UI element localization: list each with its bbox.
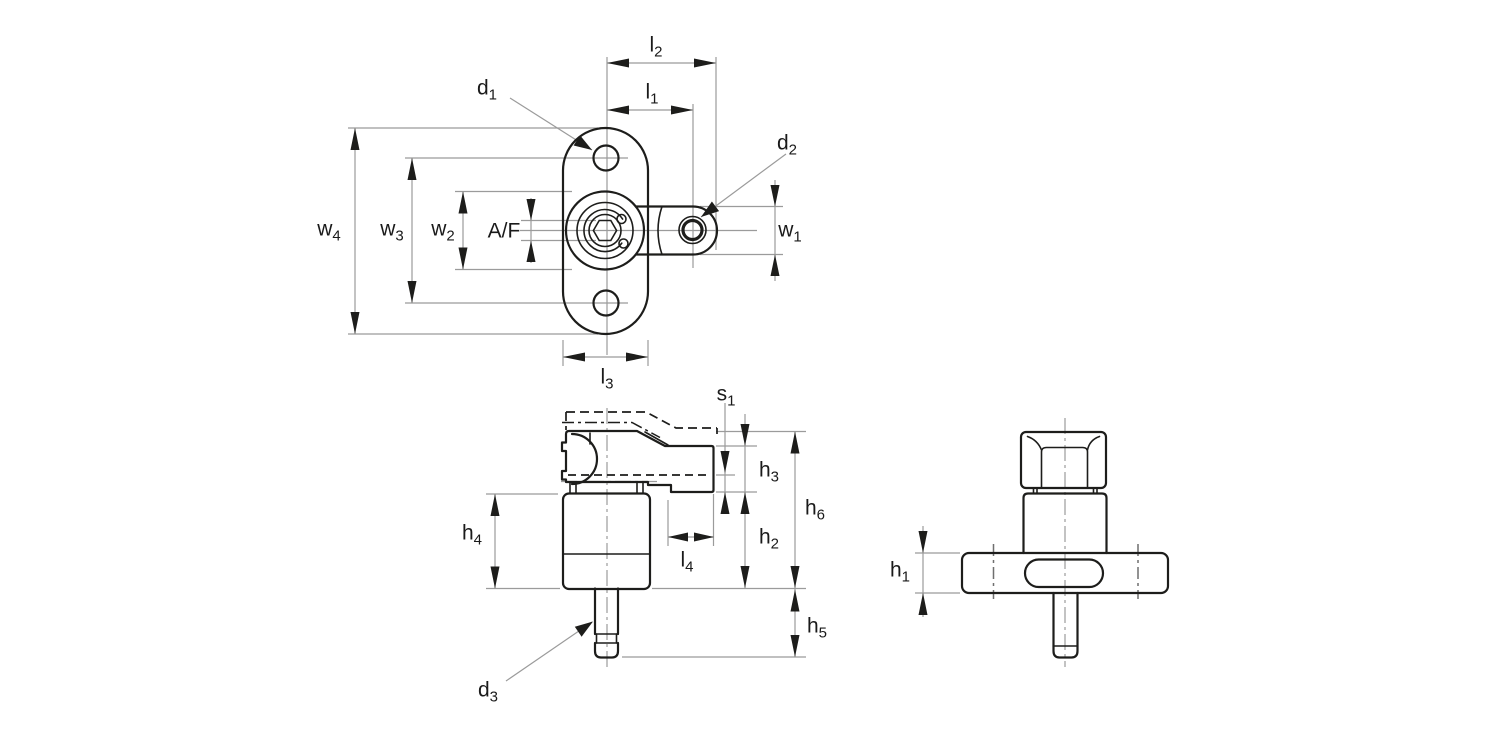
front-view-arrows <box>918 531 928 615</box>
top-view-dimension-lines <box>348 57 787 366</box>
arm-raised-position-lower <box>562 421 661 439</box>
top-view-part <box>561 126 719 336</box>
retaining-ring-hole-top <box>616 213 627 225</box>
dim-label-af: A/F <box>487 219 521 243</box>
tab-hole-outer <box>678 215 707 245</box>
flange-plate-outline <box>561 126 650 336</box>
dim-label-d1: d1 <box>476 76 498 104</box>
arm-raised-position <box>565 411 718 434</box>
hex-socket <box>592 219 618 242</box>
dim-label-h1: h1 <box>889 558 911 586</box>
top-view-drawing <box>348 57 787 366</box>
mounting-hole-bottom <box>592 289 620 317</box>
dim-label-w2: w2 <box>431 217 455 245</box>
boss-outer-circle <box>564 190 646 271</box>
clamp-disk <box>569 481 644 495</box>
d1-leader-arrow <box>573 135 592 150</box>
dim-label-l1: l1 <box>645 80 659 108</box>
dim-label-w4: w4 <box>317 217 341 245</box>
dim-label-h3: h3 <box>758 458 780 486</box>
clamp-arm-outline <box>560 429 715 494</box>
dim-label-w3: w3 <box>380 217 404 245</box>
dim-label-l3: l3 <box>600 365 614 393</box>
dim-label-s1: s1 <box>716 382 736 410</box>
tab-fillet-curve <box>657 205 663 256</box>
arm-chamfer-line <box>644 431 669 446</box>
side-view-part <box>560 411 718 659</box>
threaded-stud <box>593 587 620 659</box>
body-outline <box>561 492 652 591</box>
dim-label-d2: d2 <box>776 131 798 159</box>
boss-middle-circle <box>576 201 634 260</box>
dim-label-h4: h4 <box>461 521 483 549</box>
knob-corner-arc-right <box>1086 435 1101 451</box>
stud-front <box>1052 591 1079 659</box>
tab-hole-ring <box>681 218 704 242</box>
retaining-ring-hole-bottom <box>618 238 629 249</box>
knob-outline <box>1019 430 1108 490</box>
dim-label-l4: l4 <box>680 548 694 576</box>
jaw-recess-arc <box>570 432 599 486</box>
dim-label-l2: l2 <box>649 33 663 61</box>
flange-front-outline <box>960 551 1170 595</box>
dim-label-h2: h2 <box>758 525 780 553</box>
front-view-part <box>960 430 1170 659</box>
front-view-dimension-lines <box>915 418 1139 667</box>
body-front-outline <box>1022 492 1108 555</box>
knob-corner-arc-left <box>1026 435 1043 451</box>
d2-leader-arrow <box>701 201 720 217</box>
dim-label-d3: d3 <box>477 678 499 706</box>
retaining-ring-arc <box>583 208 624 253</box>
boss-inner-circle <box>588 213 622 248</box>
d3-leader-arrow <box>574 621 593 637</box>
side-view-drawing <box>486 403 806 682</box>
dim-label-w1: w1 <box>778 218 802 246</box>
knob-neck-ticks <box>1032 487 1098 495</box>
flange-slot <box>1023 558 1105 589</box>
top-view-arrows <box>350 58 780 362</box>
dim-label-h5: h5 <box>806 614 828 642</box>
front-view-drawing <box>915 418 1170 667</box>
side-tab-outline <box>634 205 719 256</box>
dim-label-h6: h6 <box>804 496 826 524</box>
side-view-arrows <box>490 424 800 657</box>
mounting-hole-top <box>592 144 620 172</box>
